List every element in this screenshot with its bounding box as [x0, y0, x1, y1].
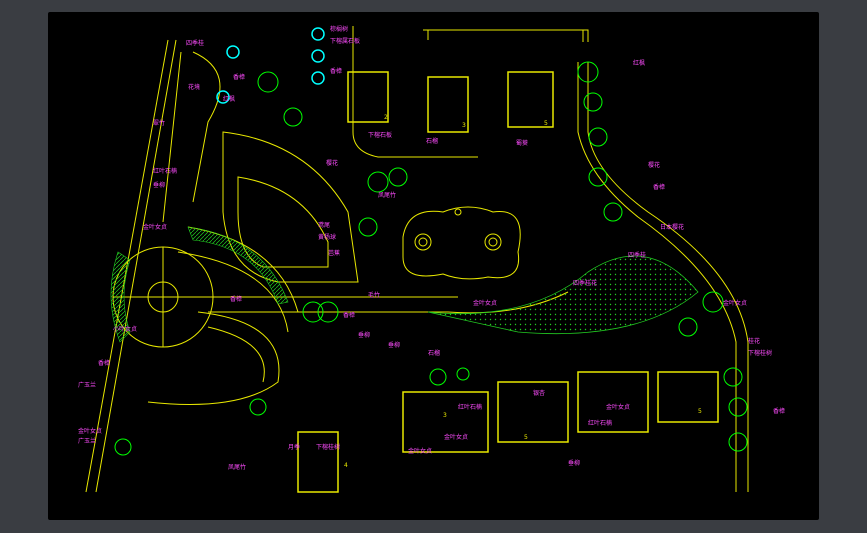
plant-label: 金叶女贞	[606, 404, 631, 411]
plant-label: 香樟	[773, 408, 786, 415]
plant-label: 金叶女贞	[444, 434, 469, 441]
plant-label: 四季桂	[186, 40, 205, 47]
plant-label: 香樟	[233, 74, 246, 81]
plant-label: 日本樱花	[660, 224, 685, 231]
plant-label: 红枫	[223, 96, 236, 103]
building-number: 5	[698, 408, 702, 415]
plant-label: 花境	[188, 84, 201, 91]
plant-label: 下榕桂树	[316, 444, 341, 451]
central-plaza	[112, 131, 569, 405]
plant-label: 香樟	[230, 296, 243, 303]
plant-label: 垂柳	[358, 332, 371, 339]
plant-label: 石榴	[426, 138, 439, 145]
drawing-viewport: 棕榈树 下榕属石板 香樟 四季桂 花境 翠竹 红叶石楠 垂柳 金叶女贞 下榕石板…	[48, 12, 819, 520]
plant-label: 樱花	[648, 162, 661, 169]
plant-label: 黄杨球	[318, 234, 337, 241]
plant-label: 红枫	[633, 60, 646, 67]
buildings	[297, 71, 719, 493]
plant-label: 金叶女贞	[473, 300, 498, 307]
plant-label: 棕榈树	[330, 26, 349, 33]
plant-label: 金叶女贞	[143, 224, 168, 231]
plant-label: 下榕石板	[368, 132, 393, 139]
plant-label: 垂柳	[568, 460, 581, 467]
plant-label: 香樟	[330, 68, 343, 75]
plant-label: 红叶石楠	[458, 404, 483, 411]
building-number: 5	[524, 434, 528, 441]
plant-label: 银杏	[533, 390, 546, 397]
plant-label: 翠竹	[153, 120, 166, 127]
plant-label: 广玉兰	[78, 382, 97, 389]
plant-label: 金叶女贞	[78, 428, 103, 435]
building-number: 3	[443, 412, 447, 419]
plant-label: 广玉兰	[78, 438, 97, 445]
plant-label: 凤尾竹	[228, 464, 247, 471]
fountain-plaza	[402, 206, 521, 280]
plant-label: 毛竹	[368, 292, 381, 299]
plant-label: 小叶女贞	[113, 326, 138, 333]
water-feature	[216, 27, 325, 104]
building-number: 5	[544, 120, 548, 127]
site-boundary	[85, 26, 749, 493]
plant-label: 四季桂	[628, 252, 647, 259]
plant-label: 石榴	[428, 350, 441, 357]
building-number: 3	[462, 122, 466, 129]
lawn-areas	[110, 226, 699, 343]
plant-label: 下榕桂树	[748, 350, 773, 357]
trees	[114, 61, 748, 456]
plant-label: 桂花	[748, 338, 761, 345]
plant-label: 凤尾竹	[378, 192, 397, 199]
landscape-site-plan	[85, 26, 749, 493]
building-number: 2	[384, 114, 388, 121]
plant-label: 金叶女贞	[408, 448, 433, 455]
plant-label: 香樟	[98, 360, 111, 367]
plant-label: 樱花	[326, 160, 339, 167]
plant-label: 月季	[288, 444, 301, 451]
plant-label: 蜀葵	[516, 140, 529, 147]
plant-label: 鸢尾	[318, 222, 331, 229]
building-number: 4	[344, 462, 348, 469]
plant-label: 金叶女贞	[723, 300, 748, 307]
plant-label: 香樟	[653, 184, 666, 191]
plant-label: 垂柳	[388, 342, 401, 349]
plant-label: 芭蕉	[328, 250, 341, 257]
plant-label: 香樟	[343, 312, 356, 319]
plant-label: 垂柳	[153, 182, 166, 189]
plant-label: 下榕属石板	[330, 38, 361, 45]
plant-label: 红叶石楠	[588, 420, 613, 427]
plant-label: 四季桂花	[573, 280, 598, 287]
plant-label: 红叶石楠	[153, 168, 178, 175]
